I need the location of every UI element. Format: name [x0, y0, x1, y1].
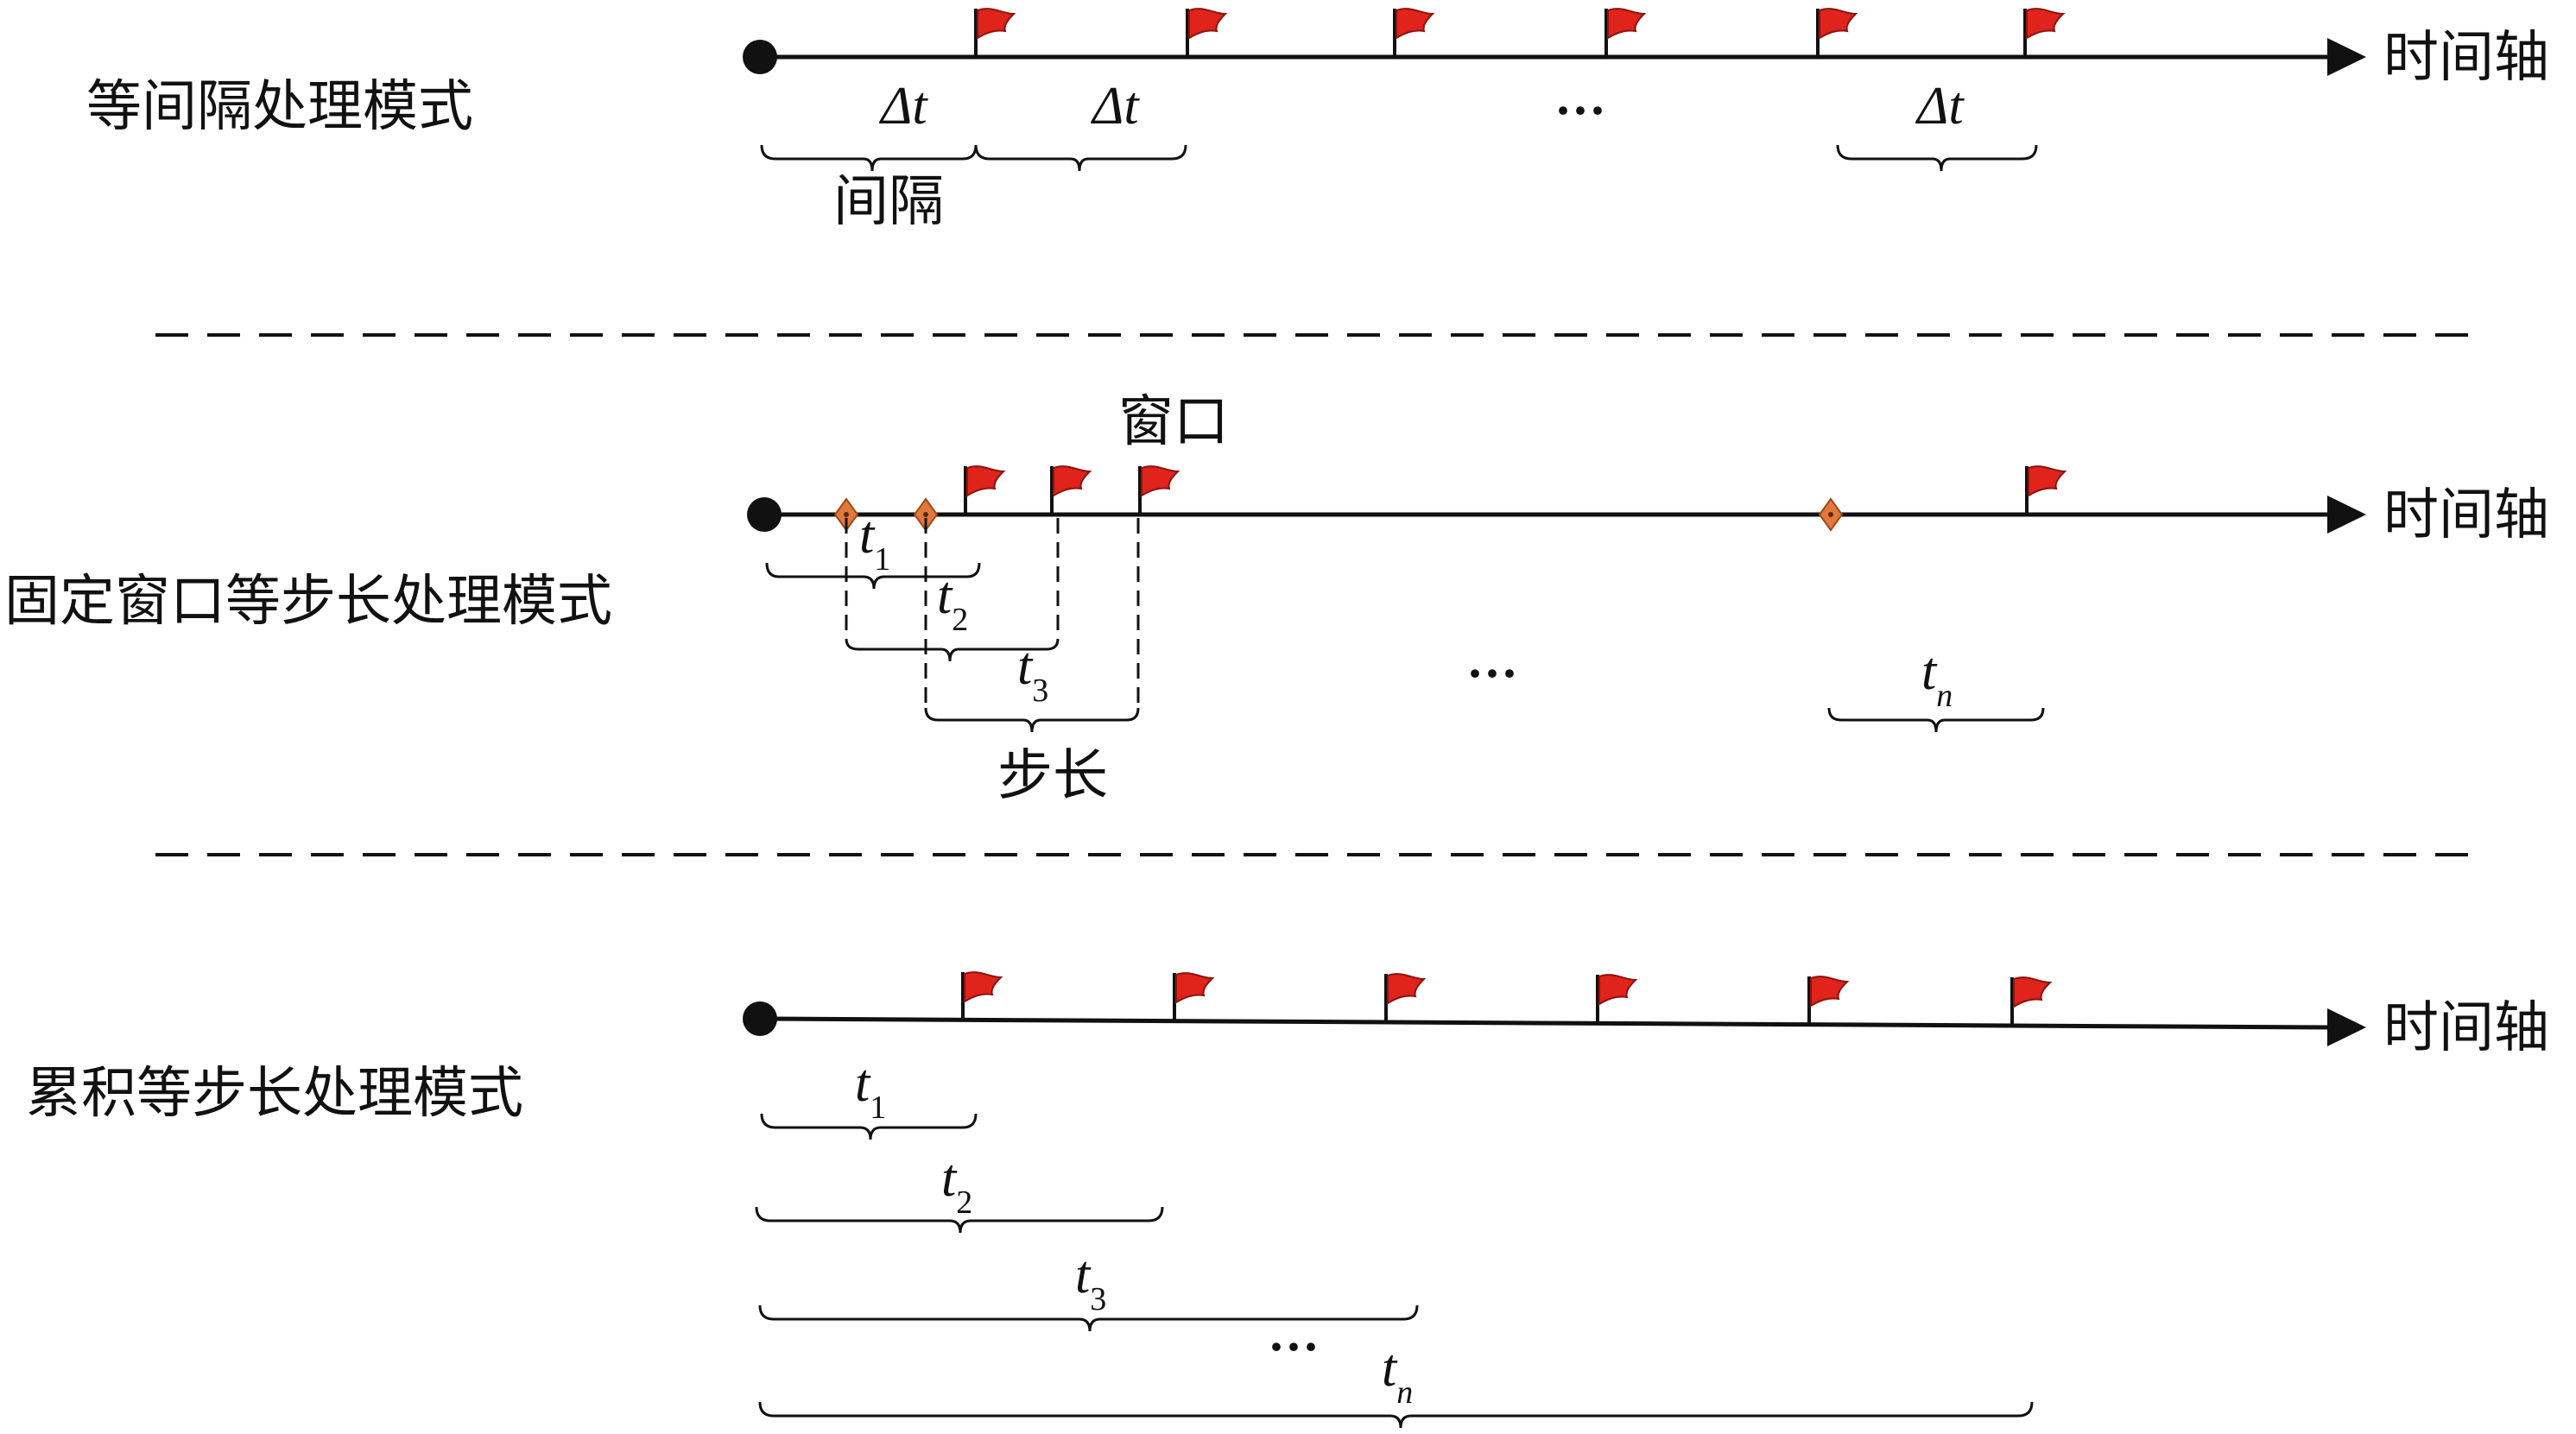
- ellipsis: ···: [1268, 1318, 1320, 1375]
- window-tn-label: tn: [1921, 642, 1953, 714]
- event-flag-icon: [1807, 975, 1849, 1027]
- time-axis-arrowhead: [2327, 38, 2366, 76]
- event-flag-icon: [1604, 7, 1646, 59]
- cumulative-t3-label: t3: [1075, 1246, 1106, 1317]
- time-axis-label: 时间轴: [2383, 483, 2549, 547]
- event-flag-icon: [1596, 973, 1637, 1025]
- equal-interval-section: 等间隔处理模式 时间轴 Δt Δt Δt 间隔 ···: [86, 7, 2549, 234]
- cumulative-brace-tn: [758, 1401, 2034, 1429]
- equal-interval-mode-title: 等间隔处理模式: [86, 75, 473, 139]
- window-t2-label: t2: [937, 566, 968, 638]
- time-axis-label: 时间轴: [2383, 996, 2549, 1060]
- delta-t-label: Δt: [1090, 77, 1140, 136]
- interval-brace: [760, 144, 978, 172]
- window-brace-t3: [924, 707, 1140, 733]
- window-t1-label: t1: [859, 506, 890, 578]
- window-t3-label: t3: [1017, 637, 1048, 709]
- ellipsis: ···: [1466, 645, 1518, 702]
- time-axis-arrowhead: [2327, 496, 2366, 534]
- delta-t-label: Δt: [1915, 77, 1965, 136]
- cumulative-brace-t1: [760, 1113, 978, 1140]
- event-flag-icon: [964, 464, 1005, 516]
- event-flag-icon: [1393, 7, 1434, 59]
- interval-brace: [974, 144, 1187, 172]
- event-flag-icon: [974, 7, 1016, 59]
- event-flag-icon: [2025, 464, 2066, 516]
- event-flag-icon: [1186, 7, 1227, 59]
- event-flag-icon: [2023, 7, 2065, 59]
- cumulative-tn-label: tn: [1382, 1339, 1413, 1411]
- interval-label: 间隔: [833, 170, 944, 234]
- time-axis-label: 时间轴: [2383, 26, 2549, 90]
- time-axis-line: [759, 1016, 2328, 1030]
- cumulative-mode-title: 累积等步长处理模式: [26, 1062, 523, 1126]
- step-label: 步长: [997, 744, 1108, 808]
- event-flag-icon: [961, 970, 1003, 1022]
- window-brace-t2: [845, 638, 1060, 662]
- window-brace-tn: [1827, 707, 2045, 733]
- time-axis-arrowhead: [2327, 1008, 2366, 1046]
- cumulative-section: 累积等步长处理模式 时间轴 t1 t2 t3 tn ···: [26, 970, 2549, 1429]
- event-flag-icon: [1173, 971, 1214, 1023]
- window-label: 窗口: [1118, 390, 1229, 454]
- cumulative-t1-label: t1: [855, 1054, 886, 1126]
- fixed-window-section: 固定窗口等步长处理模式 时间轴 窗口 t1 t2 t3 tn 步长 ···: [4, 390, 2549, 808]
- window-brace-t1: [765, 562, 981, 590]
- interval-brace: [1836, 144, 2038, 172]
- cumulative-brace-t2: [755, 1206, 1164, 1234]
- ellipsis: ···: [1554, 82, 1606, 139]
- event-flag-icon: [1384, 972, 1426, 1024]
- cumulative-t2-label: t2: [941, 1149, 972, 1221]
- delta-t-label: Δt: [878, 77, 928, 136]
- cumulative-brace-t3: [758, 1304, 1419, 1332]
- event-flag-icon: [1138, 464, 1180, 516]
- window-start-marker-icon: [1819, 498, 1843, 531]
- event-flag-icon: [1050, 464, 1092, 516]
- event-flag-icon: [2010, 976, 2052, 1027]
- fixed-window-mode-title: 固定窗口等步长处理模式: [4, 570, 612, 634]
- event-flag-icon: [1816, 7, 1858, 59]
